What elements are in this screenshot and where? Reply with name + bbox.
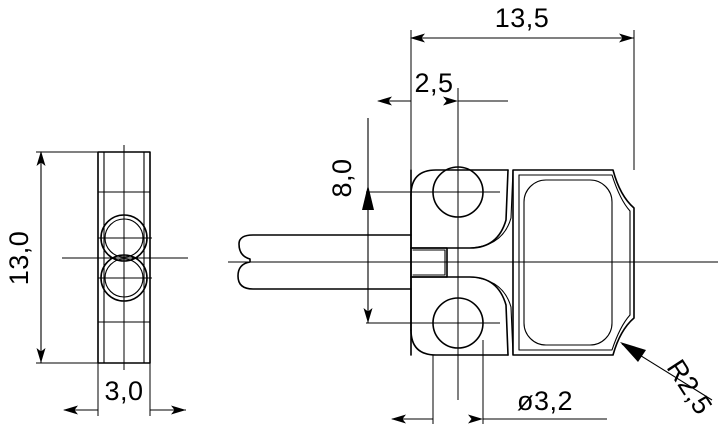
front-view-upper-lobe-inner-curve-2: [410, 169, 514, 249]
dimension-label-13-0: 13,0: [4, 231, 34, 286]
front-view-main-body-outline: [512, 169, 635, 356]
dimension-label-hole-diameter: ø3,2: [517, 386, 573, 416]
dimension-label-3-0: 3,0: [104, 376, 143, 406]
front-view-lower-lobe-inner-curve: [410, 276, 509, 356]
dimension-label-8-0: 8,0: [327, 158, 357, 197]
side-view-geometry: [62, 145, 188, 370]
dimension-label-r2-5: R2,5: [661, 354, 718, 420]
dimension-offset-2-5: 2,5: [377, 68, 508, 106]
arrowhead-r2-5: [620, 342, 646, 362]
front-view-geometry: [228, 88, 718, 400]
dimension-spacing-8-0: 8,0: [327, 118, 374, 323]
dimension-hole-diameter: ø3,2: [391, 340, 607, 424]
dimension-label-2-5: 2,5: [414, 68, 453, 98]
front-view-body-wall-top: [518, 174, 631, 212]
front-view-lower-left-corner: [410, 329, 509, 356]
lead-wire-outline: [237, 234, 412, 290]
dimension-height-13-0: 13,0: [4, 151, 100, 364]
front-view-lower-lobe-inner-curve-2: [410, 276, 514, 356]
front-view-upper-bracket-block: [411, 170, 475, 248]
dimension-width-3-0: 3,0: [63, 363, 186, 416]
dimension-radius-r2-5: R2,5: [620, 342, 718, 420]
arrowhead-8-0-upper: [362, 185, 374, 210]
front-view-upper-left-corner: [410, 169, 509, 196]
front-view-body-wall-bottom: [518, 314, 631, 351]
dimension-width-13-5: 13,5: [410, 3, 635, 170]
front-view-upper-lobe-inner-curve: [410, 169, 509, 249]
dimension-label-13-5: 13,5: [495, 3, 550, 33]
